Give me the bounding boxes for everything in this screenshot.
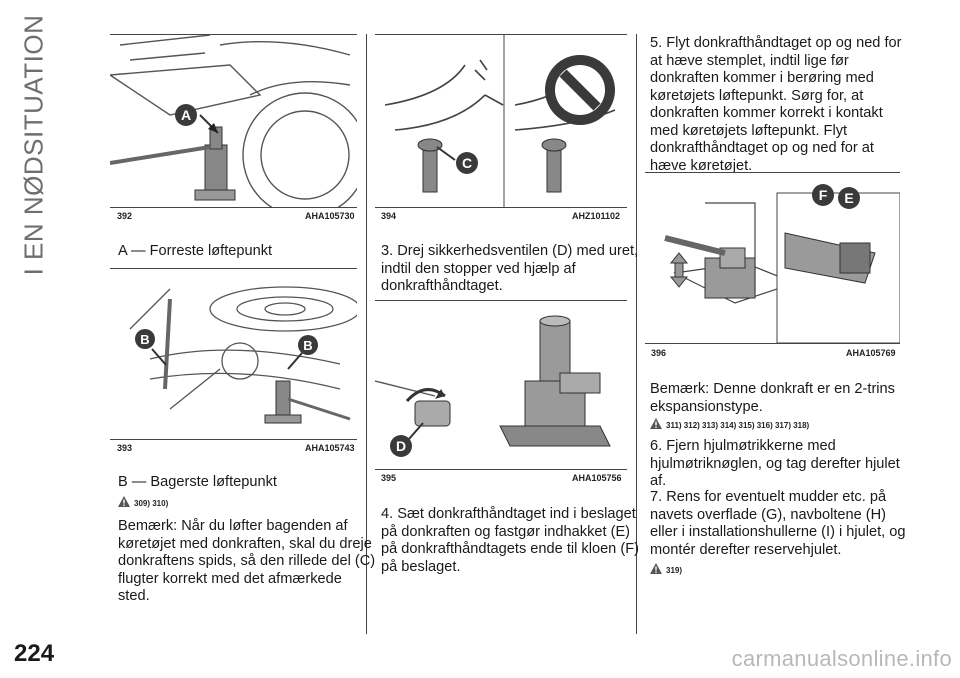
figure-393: B B (110, 269, 357, 439)
step-line: montér derefter reservehjulet. (650, 541, 842, 558)
step-line: på beslaget. (381, 558, 461, 575)
figure-top-rule (110, 34, 357, 35)
step-line: køretøjets løftepunkt. Sørg for, at (650, 87, 864, 104)
figure-395-code: AHA105756 (572, 473, 622, 483)
step-6: 6. Fjern hjulmøtrikkerne med hjulmøtrikn… (650, 438, 900, 491)
step-line: eller i installationshullerne (I) i hjul… (650, 524, 906, 540)
warning-refs: 309) 310) (118, 496, 168, 508)
figure-393-number: 393 (117, 443, 133, 453)
step-line: indtil den stopper ved hjælp af (381, 260, 576, 277)
warning-icon (650, 563, 662, 574)
warning-refs: 311) 312) 313) 314) 315) 316) 317) 318) (650, 418, 809, 430)
figure-392-marker: A (181, 107, 191, 123)
figure-top-rule (375, 300, 627, 301)
note-line: Bemærk: Når du løfter bagenden af (118, 518, 348, 534)
figure-396-illustration: F E (664, 184, 900, 343)
figure-393-code: AHA105743 (305, 443, 355, 453)
up-down-arrow-icon (669, 252, 689, 288)
figure-top-rule (110, 268, 357, 269)
step-line: 5. Flyt donkrafthåndtaget op og ned for (650, 35, 902, 51)
figure-394: C (375, 35, 627, 207)
step-line: hæve køretøjet. (650, 157, 753, 174)
figure-392: A (110, 35, 357, 207)
step-line: 3. Drej sikkerhedsventilen (D) med uret, (381, 243, 639, 259)
step-line: at hæve stemplet, indtil lige før (650, 52, 849, 69)
warning-icon (118, 496, 130, 507)
step-line: på donkraften og fastgør indhakket (E) (381, 523, 631, 540)
figure-395-number: 395 (381, 473, 397, 483)
step-line: hjulmøtriknøglen, og tag derefter hjulet (650, 455, 900, 472)
step-line: af. (650, 473, 667, 489)
figure-395-marker: D (396, 438, 406, 454)
note-line: ekspansionstype. (650, 398, 763, 415)
figure-395: D (375, 301, 627, 469)
step-line: donkraften kommer korrekt i kontakt (650, 105, 883, 121)
figure-396-marker-f: F (819, 187, 828, 203)
figure-caption-rule (110, 207, 357, 208)
column-divider-1 (366, 34, 367, 634)
figure-394-illustration: C (384, 35, 616, 207)
note-line: sted. (118, 588, 150, 604)
caption-rear-lift-point: B — Bagerste løftepunkt (118, 474, 277, 490)
figure-392-number: 392 (117, 211, 133, 221)
rear-lift-note: Bemærk: Når du løfter bagenden af køretø… (118, 518, 375, 606)
warning-icon (650, 418, 662, 429)
figure-392-code: AHA105730 (305, 211, 355, 221)
figure-392-illustration: A (110, 35, 357, 207)
step-line: donkraften kommer i berøring med (650, 70, 874, 86)
section-title: I EN NØDSITUATION (18, 14, 49, 276)
step-line: donkrafthåndtaget op og ned for at (650, 140, 874, 156)
warning-refs-text: 309) 310) (134, 499, 169, 508)
note-line: Bemærk: Denne donkraft er en 2-trins (650, 381, 895, 397)
jack-type-note: Bemærk: Denne donkraft er en 2-trins eks… (650, 381, 895, 416)
figure-caption-rule (375, 469, 627, 470)
figure-393-marker-left: B (140, 332, 149, 347)
step-line: med køretøjets løftepunkt. Flyt (650, 122, 848, 139)
figure-top-rule (375, 34, 627, 35)
warning-refs: 319) (650, 563, 682, 575)
figure-caption-rule (645, 343, 900, 344)
step-line: donkrafthåndtaget. (381, 278, 503, 294)
note-line: donkraftens spids, så den rillede del (C… (118, 553, 376, 569)
step-5: 5. Flyt donkrafthåndtaget op og ned for … (650, 35, 902, 175)
figure-395-illustration: D (375, 315, 611, 457)
step-line: 6. Fjern hjulmøtrikkerne med (650, 438, 836, 454)
figure-caption-rule (375, 207, 627, 208)
figure-393-marker-right: B (303, 338, 312, 353)
figure-396-number: 396 (651, 348, 667, 358)
warning-refs-text: 319) (666, 566, 683, 575)
note-line: køretøjet med donkraften, skal du dreje (118, 535, 372, 552)
step-line: 7. Rens for eventuelt mudder etc. på (650, 489, 887, 505)
figure-top-rule (645, 172, 900, 173)
figure-394-number: 394 (381, 211, 397, 221)
step-line: på donkrafthåndtagets ende til kloen (F) (381, 541, 639, 557)
figure-394-code: AHZ101102 (572, 211, 621, 221)
page-number: 224 (14, 640, 55, 667)
watermark: carmanualsonline.info (731, 646, 952, 671)
step-7: 7. Rens for eventuelt mudder etc. på nav… (650, 489, 906, 559)
step-line: navets overflade (G), navboltene (H) (650, 506, 887, 523)
figure-396-marker-e: E (844, 190, 853, 206)
warning-refs-text: 311) 312) 313) 314) 315) 316) 317) 318) (666, 421, 810, 430)
prohibited-icon (545, 55, 615, 125)
note-line: flugter korrekt med det afmærkede (118, 570, 342, 587)
step-line: 4. Sæt donkrafthåndtaget ind i beslaget (381, 506, 636, 522)
column-divider-2 (636, 34, 637, 634)
figure-396-code: AHA105769 (846, 348, 896, 358)
step-3: 3. Drej sikkerhedsventilen (D) med uret,… (381, 243, 638, 296)
figure-394-marker: C (462, 155, 472, 171)
figure-393-illustration: B B (129, 286, 357, 424)
caption-front-lift-point: A — Forreste løftepunkt (118, 243, 273, 259)
step-4: 4. Sæt donkrafthåndtaget ind i beslaget … (381, 506, 639, 576)
figure-caption-rule (110, 439, 357, 440)
figure-396: F E (645, 173, 900, 343)
